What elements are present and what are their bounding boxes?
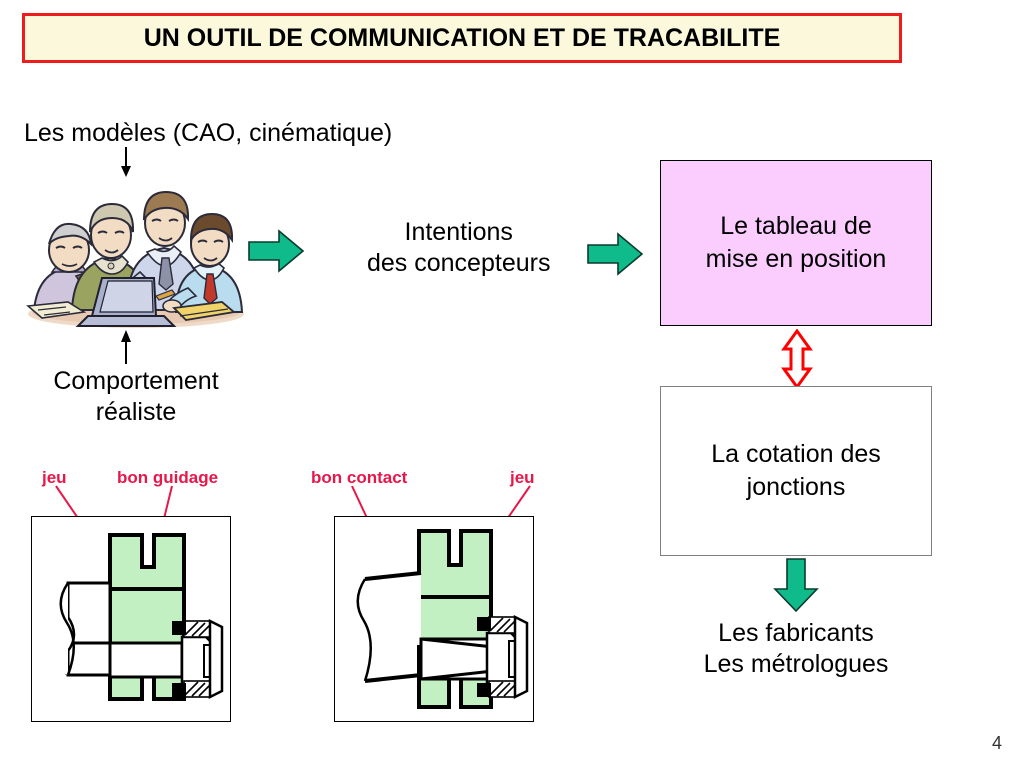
- box-cotation-des-jonctions: La cotation des jonctions: [660, 386, 932, 556]
- team-around-laptop-clipart: [16, 178, 244, 333]
- models-label: Les modèles (CAO, cinématique): [24, 119, 393, 147]
- label-bon-contact: bon contact: [311, 468, 408, 487]
- label-jeu-right: jeu: [510, 468, 535, 487]
- page-title: UN OUTIL DE COMMUNICATION ET DE TRACABIL…: [143, 23, 781, 52]
- red-double-arrow-icon: [776, 328, 818, 394]
- behavior-label: Comportement réaliste: [53, 367, 219, 426]
- green-arrow-right-icon-1: [247, 228, 305, 279]
- cross-section-cylindrical-joint: [31, 516, 231, 722]
- label-bon-guidage: bon guidage: [117, 468, 219, 487]
- slide-title-banner: UN OUTIL DE COMMUNICATION ET DE TRACABIL…: [22, 13, 902, 63]
- page-number: 4: [991, 733, 1002, 753]
- arrow-up-icon: [114, 328, 138, 369]
- box-tableau-label: Le tableau de mise en position: [705, 212, 887, 273]
- green-arrow-right-icon-2: [586, 231, 644, 282]
- box-cotation-label: La cotation des jonctions: [711, 440, 881, 501]
- arrow-down-icon: [114, 147, 138, 182]
- label-jeu-left: jeu: [42, 468, 67, 487]
- recipients-label: Les fabricants Les métrologues: [703, 619, 889, 678]
- intentions-label: Intentions des concepteurs: [367, 218, 551, 277]
- cross-section-conical-joint: [334, 516, 534, 722]
- green-arrow-down-icon: [771, 557, 821, 618]
- box-tableau-mise-en-position: Le tableau de mise en position: [660, 160, 932, 326]
